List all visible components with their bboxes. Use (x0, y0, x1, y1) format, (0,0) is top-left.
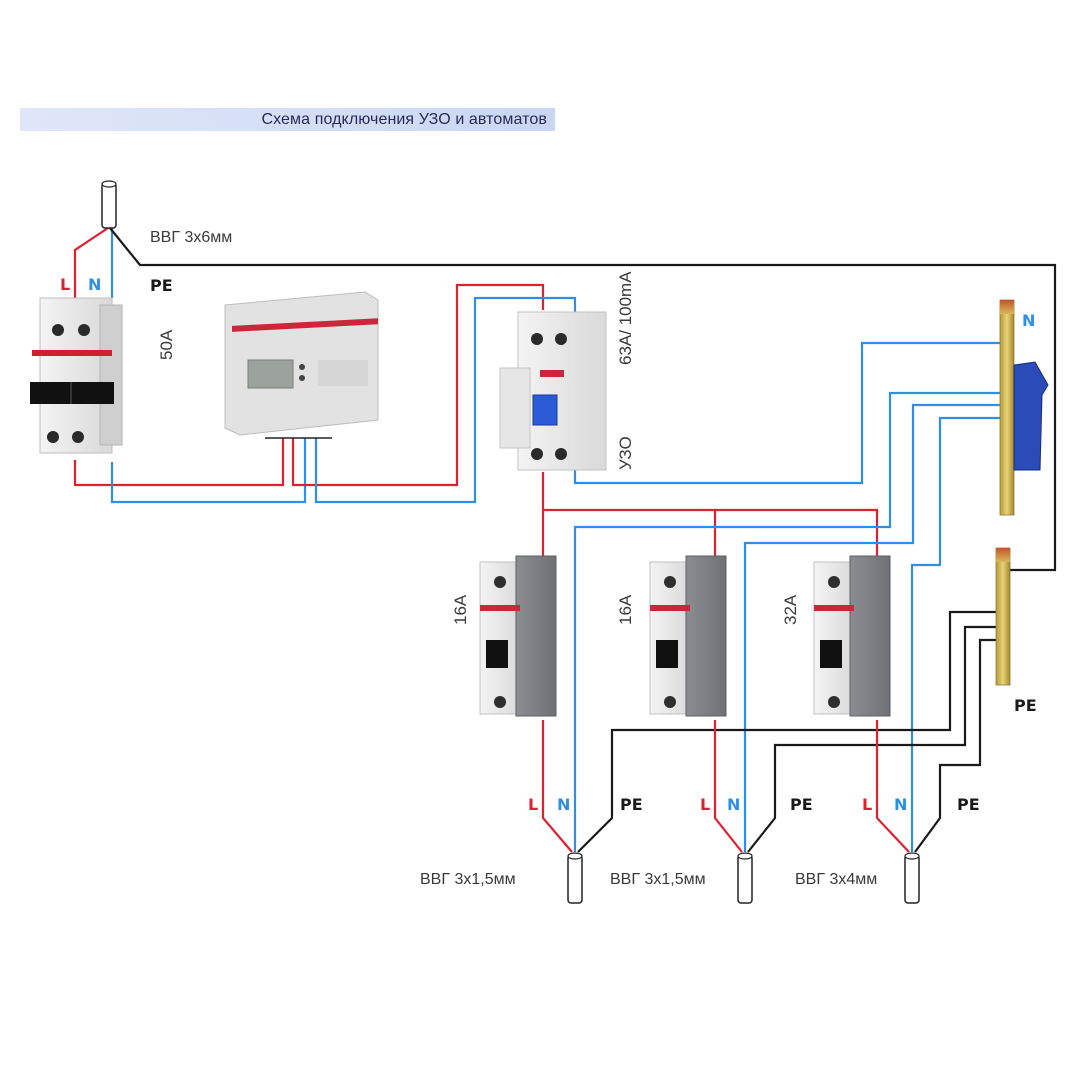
branch-breaker (813, 555, 891, 717)
input-cable-label: ВВГ 3х6мм (150, 229, 232, 246)
rcd-device (499, 311, 607, 471)
branch-1-neutral (573, 391, 1000, 852)
electricity-meter (224, 291, 379, 439)
meter-to-rcd-neutral (314, 296, 577, 504)
branch-phase-label: L (862, 795, 872, 814)
branch-2-earth (747, 625, 996, 853)
branch-earth-label: PE (790, 795, 813, 814)
neutral-bus-label: N (1022, 311, 1035, 330)
rcd-phase-distribution (541, 472, 879, 557)
branch-phase-label: L (528, 795, 538, 814)
input-cable (101, 180, 117, 229)
wires (73, 227, 1057, 853)
branch-neutral-label: N (727, 795, 740, 814)
input-phase-label: L (60, 275, 70, 294)
branch-3-earth (914, 638, 996, 853)
branch-breaker-rating: 32A (781, 594, 800, 625)
main-breaker (30, 297, 123, 454)
input-earth-label: PE (150, 276, 173, 295)
branch-cable-label: ВВГ 3х4мм (795, 871, 877, 888)
branch-2-phase (713, 720, 743, 853)
branch-earth-label: PE (957, 795, 980, 814)
earth-bus (995, 547, 1011, 686)
branch-2-neutral (743, 403, 1000, 852)
branch-cable-label: ВВГ 3х1,5мм (610, 871, 706, 888)
earth-bus-label: PE (1014, 696, 1037, 715)
diagram-title: Схема подключения УЗО и автоматов (261, 110, 547, 128)
branch-cable (737, 852, 753, 904)
branch-earth-label: PE (620, 795, 643, 814)
breaker-to-meter-phase (73, 438, 285, 487)
input-neutral-label: N (88, 275, 101, 294)
input-phase-wire (73, 227, 109, 298)
branch-3-neutral (910, 416, 1000, 852)
branch-cable (904, 852, 920, 904)
branch-cable-label: ВВГ 3х1,5мм (420, 871, 516, 888)
neutral-bus (999, 299, 1049, 516)
branch-1-earth (577, 610, 996, 853)
branch-3: 32A L N PE ВВГ 3х4мм (781, 555, 980, 904)
main-earth-wire (109, 227, 1057, 572)
branch-phase-label: L (700, 795, 710, 814)
branch-breaker (479, 555, 557, 717)
rcd-to-nbus-neutral (573, 341, 1000, 485)
branch-breaker (649, 555, 727, 717)
branch-cable (567, 852, 583, 904)
title-bar: Схема подключения УЗО и автоматов (20, 108, 555, 131)
branch-breaker-rating: 16A (451, 594, 470, 625)
rcd-rating: 63A/ 100mA (616, 271, 635, 365)
branch-neutral-label: N (557, 795, 570, 814)
rcd-label: УЗО (616, 436, 635, 470)
main-breaker-rating: 50A (157, 329, 176, 360)
meter-to-rcd-phase (291, 283, 545, 487)
branch-3-phase (875, 720, 910, 853)
branch-neutral-label: N (894, 795, 907, 814)
branch-breaker-rating: 16A (616, 594, 635, 625)
breaker-to-meter-neutral (110, 438, 307, 504)
branch-1-phase (541, 720, 573, 853)
